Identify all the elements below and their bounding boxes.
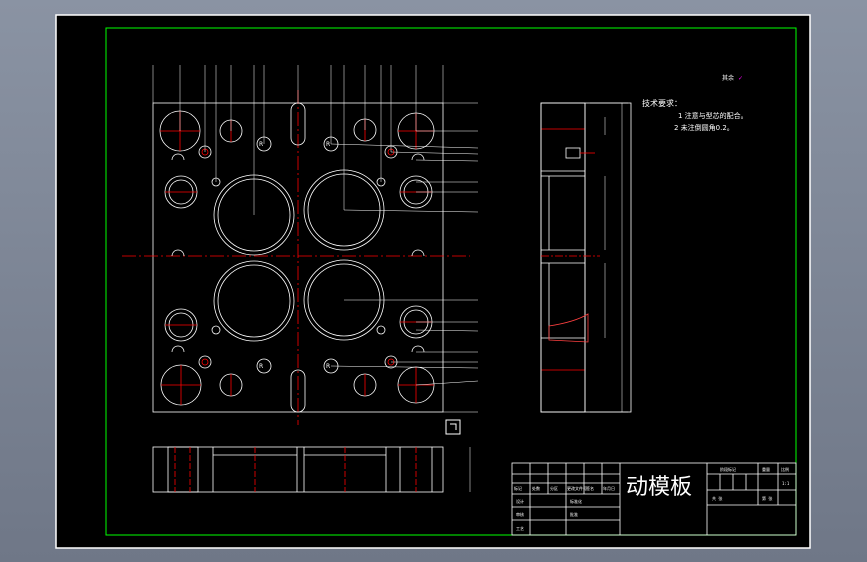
svg-text:R: R xyxy=(326,363,330,370)
dowel-hole xyxy=(198,355,212,369)
leader-lines-right xyxy=(330,102,479,413)
screw-hole xyxy=(219,373,243,397)
drawing-frame xyxy=(105,27,797,536)
runner-slot xyxy=(290,369,306,413)
label-design: 设计 xyxy=(516,498,524,504)
small-hole xyxy=(376,325,386,335)
svg-text:R: R xyxy=(259,363,263,370)
guide-pin-bore xyxy=(160,364,202,406)
sheet-total: 共 张 xyxy=(712,495,722,501)
cavity-bore xyxy=(213,260,295,342)
label-approval: 批准 xyxy=(570,511,578,517)
tech-requirements-heading: 技术要求： xyxy=(642,98,682,108)
return-pin-bore xyxy=(164,308,198,342)
tech-requirement-item: 1 注意与型芯的配合。 xyxy=(678,111,748,120)
label-change-doc: 更改文件号 xyxy=(567,485,587,491)
side-view-dimensions xyxy=(590,102,628,413)
sheet-number: 第 张 xyxy=(762,495,772,501)
label-process: 工艺 xyxy=(516,526,524,531)
label-stage: 阶段标记 xyxy=(720,466,736,472)
drawing-title: 动模板 xyxy=(626,475,692,500)
section-view-marker xyxy=(445,419,461,435)
tech-requirement-item: 2 未注倒圆角0.2。 xyxy=(674,123,734,132)
svg-text:R: R xyxy=(259,141,263,148)
edge-marker xyxy=(171,153,425,353)
label-count: 处数 xyxy=(532,485,540,491)
title-block xyxy=(511,462,797,536)
label-review: 审核 xyxy=(516,511,524,517)
label-weight: 重量 xyxy=(762,466,770,472)
roughness-symbol-icon: ✓ xyxy=(738,75,743,82)
side-section-view xyxy=(540,102,632,413)
label-standardization: 标准化 xyxy=(570,498,582,504)
label-scale: 比例 xyxy=(781,466,789,472)
tech-requirements: 技术要求： 1 注意与型芯的配合。 2 未注倒圆角0.2。 xyxy=(642,98,748,132)
sprue-marker: R xyxy=(256,358,272,374)
screw-hole xyxy=(353,373,377,397)
label-mark: 标记 xyxy=(514,485,522,491)
small-hole xyxy=(211,325,221,335)
title-block-labels: 标记 处数 分区 更改文件号 签名 年月日 设计 审核 工艺 标准化 批准 阶段… xyxy=(514,466,790,531)
label-date: 年月日 xyxy=(603,485,615,491)
roughness-note: 其余 xyxy=(722,74,734,82)
side-view-bolt xyxy=(565,147,595,159)
drawing-area xyxy=(55,14,811,549)
svg-text:R: R xyxy=(326,141,330,148)
label-zone: 分区 xyxy=(550,485,558,491)
leader-lines-top xyxy=(152,65,444,215)
label-signature: 签名 xyxy=(586,485,594,491)
bottom-section-view xyxy=(152,446,471,493)
scale-value: 1:1 xyxy=(782,481,790,486)
return-pin-bore xyxy=(164,175,198,209)
